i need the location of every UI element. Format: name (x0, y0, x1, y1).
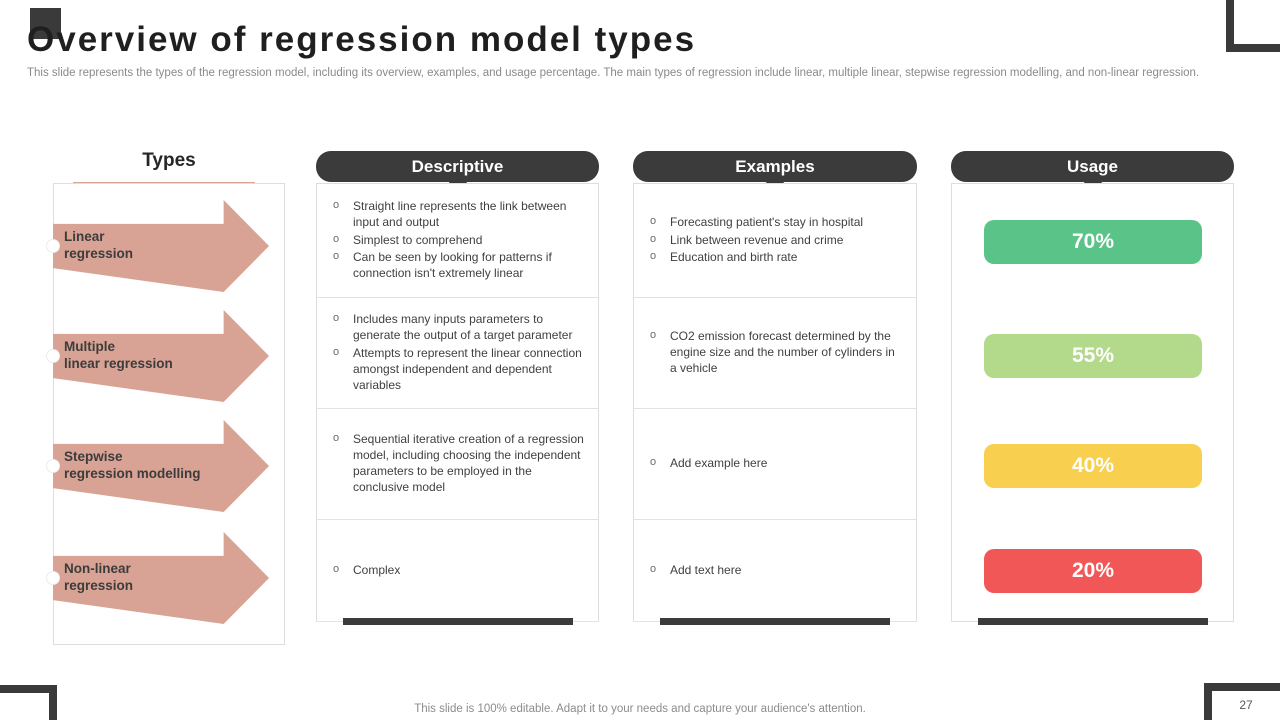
usage-badge-row-4: 20% (984, 549, 1202, 593)
descriptive-bullet-item: Sequential iterative creation of a regre… (329, 431, 584, 495)
arrow-anchor-dot (46, 239, 60, 253)
descriptive-bullet-item: Includes many inputs parameters to gener… (329, 311, 584, 344)
examples-column-bottom-bar (660, 618, 890, 625)
examples-cell-row-2: CO2 emission forecast determined by the … (634, 298, 916, 409)
arrow-anchor-dot (46, 459, 60, 473)
arrow-anchor-dot (46, 349, 60, 363)
descriptive-bullet-item: Complex (329, 562, 584, 579)
examples-bullet-item: Add text here (646, 562, 902, 579)
usage-column-header: Usage (951, 151, 1234, 193)
slide-title: Overview of regression model types (27, 20, 697, 59)
type-arrow-label: Stepwise regression modelling (64, 449, 201, 481)
examples-bullet-list: Add example here (634, 454, 916, 474)
corner-bracket-top-right (1226, 0, 1280, 52)
type-arrow-label: Non-linear regression (64, 561, 134, 593)
type-arrow-label: Multiple linear regression (64, 339, 173, 371)
examples-bullet-item: Add example here (646, 455, 902, 472)
examples-cell-row-3: Add example here (634, 409, 916, 520)
examples-bullet-item: Education and birth rate (646, 249, 902, 266)
page-number: 27 (1239, 698, 1253, 712)
examples-cell-row-1: Forecasting patient's stay in hospitalLi… (634, 184, 916, 298)
descriptive-bullet-item: Can be seen by looking for patterns if c… (329, 249, 584, 282)
examples-column-header: Examples (633, 151, 917, 193)
descriptive-bullet-list: Complex (317, 561, 598, 581)
descriptive-bullet-list: Includes many inputs parameters to gener… (317, 310, 598, 395)
descriptive-bullet-list: Straight line represents the link betwee… (317, 197, 598, 284)
examples-bullet-item: CO2 emission forecast determined by the … (646, 328, 902, 376)
descriptive-cell-row-2: Includes many inputs parameters to gener… (317, 298, 598, 409)
type-arrow-label: Linear regression (64, 229, 134, 261)
usage-badge-row-2: 55% (984, 334, 1202, 378)
examples-bullet-list: CO2 emission forecast determined by the … (634, 327, 916, 378)
descriptive-bullet-list: Sequential iterative creation of a regre… (317, 430, 598, 497)
examples-bullet-list: Add text here (634, 561, 916, 581)
descriptive-column-box: Straight line represents the link betwee… (316, 183, 599, 625)
examples-bullet-item: Link between revenue and crime (646, 232, 902, 249)
slide-subtitle: This slide represents the types of the r… (27, 67, 1200, 79)
examples-cell-row-4: Add text here (634, 520, 916, 622)
examples-bullet-list: Forecasting patient's stay in hospitalLi… (634, 213, 916, 268)
descriptive-cell-row-1: Straight line represents the link betwee… (317, 184, 598, 298)
descriptive-cell-row-3: Sequential iterative creation of a regre… (317, 409, 598, 520)
descriptive-column-bottom-bar (342, 618, 573, 625)
usage-badge-row-3: 40% (984, 444, 1202, 488)
arrow-anchor-dot (46, 571, 60, 585)
descriptive-bullet-item: Straight line represents the link betwee… (329, 198, 584, 231)
usage-column-bottom-bar (977, 618, 1208, 625)
usage-badge-row-1: 70% (984, 220, 1202, 264)
descriptive-bullet-item: Attempts to represent the linear connect… (329, 345, 584, 393)
corner-bracket-bottom-left (0, 685, 57, 720)
types-column-header: Types (142, 150, 196, 171)
descriptive-column-header: Descriptive (316, 151, 599, 193)
examples-bullet-item: Forecasting patient's stay in hospital (646, 214, 902, 231)
descriptive-cell-row-4: Complex (317, 520, 598, 622)
corner-bracket-bottom-right: 27 (1204, 683, 1280, 720)
descriptive-bullet-item: Simplest to comprehend (329, 232, 584, 249)
slide-footer: This slide is 100% editable. Adapt it to… (414, 703, 866, 715)
corner-square-top-left (30, 8, 61, 39)
examples-column-box: Forecasting patient's stay in hospitalLi… (633, 183, 917, 625)
